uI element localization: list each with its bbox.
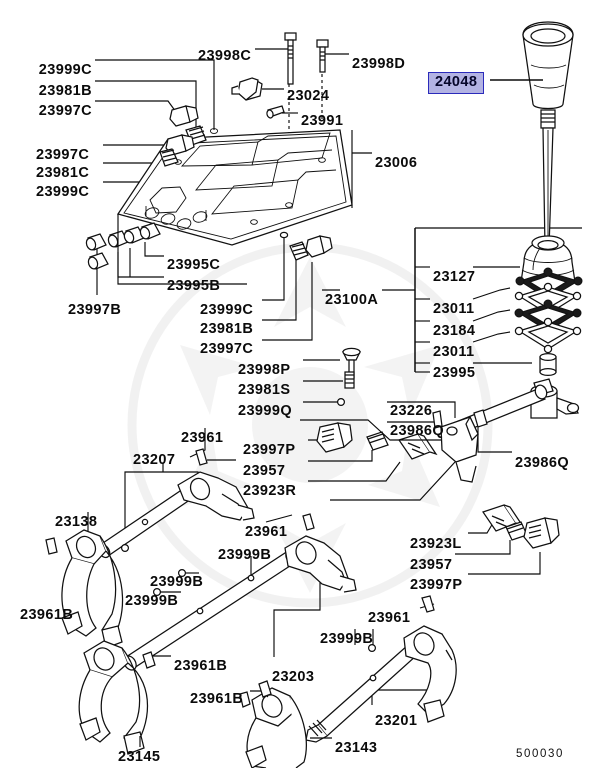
part-label-23991[interactable]: 23991 <box>301 113 344 129</box>
part-label-23997c[interactable]: 23997C <box>200 341 254 357</box>
part-label-23184[interactable]: 23184 <box>433 323 476 339</box>
part-label-23024[interactable]: 23024 <box>287 88 330 104</box>
part-label-23995[interactable]: 23995 <box>433 365 476 381</box>
part-label-23957[interactable]: 23957 <box>410 557 453 573</box>
part-label-23999c[interactable]: 23999C <box>200 302 254 318</box>
part-label-23998d[interactable]: 23998D <box>352 56 406 72</box>
part-label-23999b[interactable]: 23999B <box>320 631 374 647</box>
part-label-23981b[interactable]: 23981B <box>200 321 254 337</box>
part-label-23961b[interactable]: 23961B <box>190 691 244 707</box>
part-label-23011[interactable]: 23011 <box>433 301 475 317</box>
part-label-23999c[interactable]: 23999C <box>38 62 92 78</box>
part-label-23997b[interactable]: 23997B <box>68 302 122 318</box>
part-label-23997p[interactable]: 23997P <box>410 577 463 593</box>
part-label-23203[interactable]: 23203 <box>272 669 315 685</box>
part-label-23201[interactable]: 23201 <box>375 713 418 729</box>
part-label-23981b[interactable]: 23981B <box>38 83 92 99</box>
part-label-23006[interactable]: 23006 <box>375 155 418 171</box>
part-label-23999b[interactable]: 23999B <box>125 593 179 609</box>
part-label-23997p[interactable]: 23997P <box>243 442 296 458</box>
part-label-23981s[interactable]: 23981S <box>238 382 291 398</box>
highlighted-part-number[interactable]: 24048 <box>428 72 485 94</box>
part-label-23981c[interactable]: 23981C <box>36 165 90 181</box>
part-label-23986q[interactable]: 23986Q <box>390 423 444 439</box>
part-label-23998c[interactable]: 23998C <box>198 48 252 64</box>
part-label-23923l[interactable]: 23923L <box>410 536 462 552</box>
part-label-23226[interactable]: 23226 <box>390 403 433 419</box>
part-label-23011[interactable]: 23011 <box>433 344 475 360</box>
part-label-23999q[interactable]: 23999Q <box>238 403 292 419</box>
part-label-23997c[interactable]: 23997C <box>38 103 92 119</box>
part-label-23986q[interactable]: 23986Q <box>515 455 569 471</box>
part-label-23995c[interactable]: 23995C <box>167 257 221 273</box>
part-label-23138[interactable]: 23138 <box>55 514 98 530</box>
part-label-23957[interactable]: 23957 <box>243 463 286 479</box>
drawing-code: 500030 <box>516 748 564 760</box>
part-label-23961[interactable]: 23961 <box>181 430 224 446</box>
part-label-23143[interactable]: 23143 <box>335 740 378 756</box>
part-label-23961[interactable]: 23961 <box>368 610 411 626</box>
part-label-23999c[interactable]: 23999C <box>36 184 90 200</box>
part-label-23961b[interactable]: 23961B <box>20 607 74 623</box>
part-label-23923r[interactable]: 23923R <box>243 483 297 499</box>
part-label-23999b[interactable]: 23999B <box>150 574 204 590</box>
part-label-23999b[interactable]: 23999B <box>218 547 272 563</box>
part-label-23961[interactable]: 23961 <box>245 524 288 540</box>
part-label-23961b[interactable]: 23961B <box>174 658 228 674</box>
part-label-23995b[interactable]: 23995B <box>167 278 221 294</box>
part-label-23145[interactable]: 23145 <box>118 749 161 765</box>
part-label-23997c[interactable]: 23997C <box>36 147 90 163</box>
part-label-23998p[interactable]: 23998P <box>238 362 291 378</box>
part-label-23207[interactable]: 23207 <box>133 452 176 468</box>
part-label-23100a[interactable]: 23100A <box>325 292 379 308</box>
part-label-23127[interactable]: 23127 <box>433 269 476 285</box>
